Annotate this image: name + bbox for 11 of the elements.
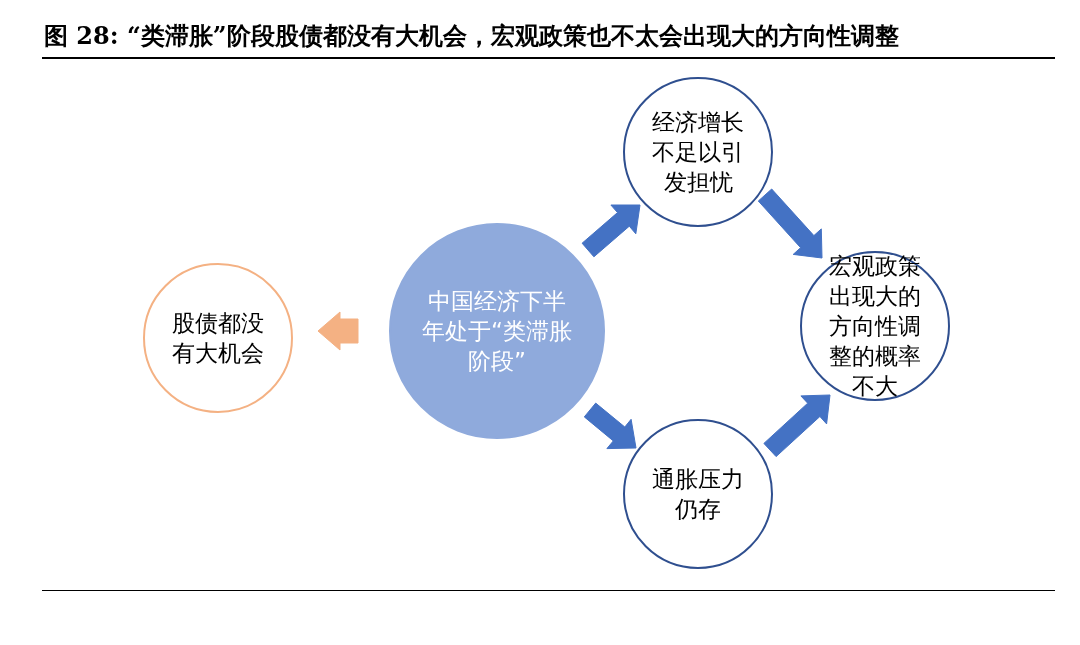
block-arrow: [581, 204, 641, 258]
figure-title: 图 28: “类滞胀”阶段股债都没有大机会，宏观政策也不太会出现大的方向性调整: [44, 20, 899, 52]
circle-text: 中国经济下半年处于“类滞胀阶段”: [422, 287, 572, 376]
circle-text: 股债都没有大机会: [171, 309, 265, 368]
circle-text: 通胀压力仍存: [651, 465, 745, 524]
block-arrow: [763, 394, 831, 458]
block-arrow: [757, 188, 823, 259]
block-arrow: [317, 311, 359, 351]
block-arrow: [583, 402, 637, 450]
circle-text: 宏观政策出现大的方向性调整的概率不大: [828, 252, 922, 401]
circle-text: 经济增长不足以引发担忧: [651, 108, 745, 197]
